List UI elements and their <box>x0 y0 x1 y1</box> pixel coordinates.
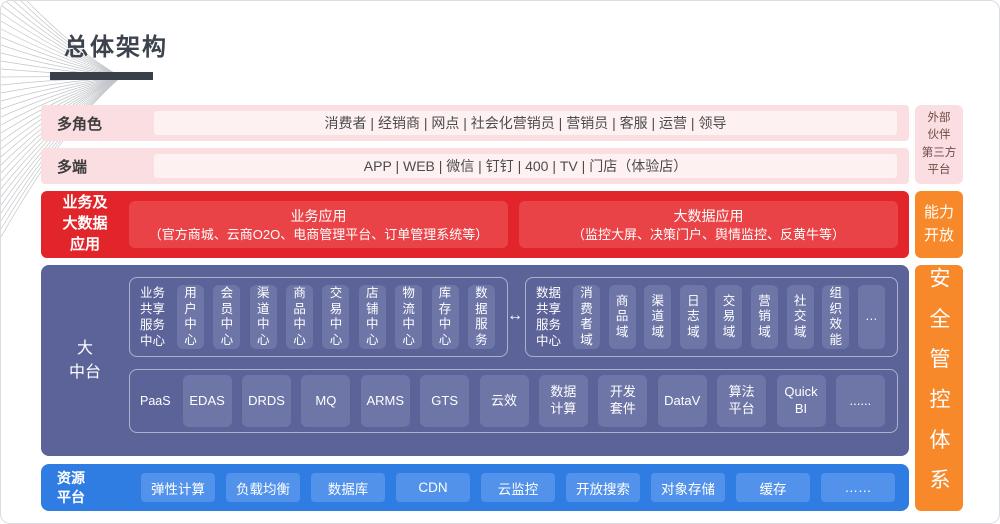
paas-label: PaaS <box>140 393 171 408</box>
data-shared-service-center-box: 数据 共享 服务 中心 消费者域商品域渠道域日志域交易域营销域社交域组织效能… <box>525 277 898 357</box>
resource-chip: 开放搜索 <box>566 473 640 502</box>
paas-chip: DRDS <box>241 375 291 427</box>
business-shared-service-center-label: 业务 共享 服务 中心 <box>140 285 166 349</box>
business-center-chip: 用户中心 <box>177 285 205 349</box>
security-control-label: 安全管控体系 <box>927 267 951 509</box>
business-center-chips: 用户中心会员中心渠道中心商品中心交易中心店铺中心物流中心库存中心数据服务 <box>177 278 495 356</box>
roles-content: 消费者 | 经销商 | 网点 | 社会化营销员 | 营销员 | 客服 | 运营 … <box>154 111 897 135</box>
data-center-chip: 商品域 <box>608 285 636 349</box>
data-center-chip: 组织效能 <box>822 285 850 349</box>
applications-label: 业务及 大数据 应用 <box>62 194 108 253</box>
resource-chip: 云监控 <box>481 473 555 502</box>
resource-chip: 对象存储 <box>651 473 725 502</box>
data-center-chip: 消费者域 <box>573 285 601 349</box>
bidirectional-arrow-icon: ↔ <box>507 307 523 324</box>
paas-chip: EDAS <box>182 375 232 427</box>
terminals-band: 多端 APP | WEB | 微信 | 钉钉 | 400 | TV | 门店（体… <box>41 148 909 184</box>
business-applications-detail: （官方商城、云商O2O、电商管理平台、订单管理系统等） <box>148 226 489 242</box>
business-center-chip: 交易中心 <box>322 285 350 349</box>
resource-platform-band: 资源 平台 弹性计算负载均衡数据库 CDN 云监控开放搜索对象存储缓存 …… <box>41 464 909 511</box>
business-center-chip: 库存中心 <box>431 285 459 349</box>
paas-chip: ...... <box>835 375 885 427</box>
business-center-chip: 店铺中心 <box>358 285 386 349</box>
paas-chip: 算法 平台 <box>717 375 767 427</box>
business-center-chip: 物流中心 <box>395 285 423 349</box>
business-center-chip: 数据服务 <box>467 285 495 349</box>
resource-chips: 弹性计算负载均衡数据库 CDN 云监控开放搜索对象存储缓存 …… <box>141 473 895 502</box>
capability-open-panel: 能力 开放 <box>915 191 963 258</box>
paas-chip: 数据 计算 <box>538 375 588 427</box>
business-applications-title: 业务应用 <box>290 207 347 224</box>
business-applications-box: 业务应用 （官方商城、云商O2O、电商管理平台、订单管理系统等） <box>129 201 508 248</box>
title-underline-bar <box>50 72 153 80</box>
bigdata-applications-box: 大数据应用 （监控大屏、决策门户、舆情监控、反黄牛等） <box>519 201 898 248</box>
data-center-chip: 渠道域 <box>644 285 672 349</box>
resource-chip: 负载均衡 <box>226 473 300 502</box>
paas-chip: MQ <box>301 375 351 427</box>
paas-chip: 开发 套件 <box>598 375 648 427</box>
paas-chip: ARMS <box>360 375 410 427</box>
paas-chip: 云效 <box>479 375 529 427</box>
bigdata-applications-detail: （监控大屏、决策门户、舆情监控、反黄牛等） <box>571 226 845 242</box>
resource-platform-label: 资源 平台 <box>57 469 85 505</box>
data-shared-service-center-label: 数据 共享 服务 中心 <box>536 285 562 349</box>
page-title: 总体架构 <box>64 34 168 61</box>
business-center-chip: 会员中心 <box>213 285 241 349</box>
middle-platform-label: 大 中台 <box>68 339 101 381</box>
resource-chip: 数据库 <box>311 473 385 502</box>
data-center-chip: 社交域 <box>786 285 814 349</box>
terminals-label: 多端 <box>57 158 88 176</box>
bigdata-applications-title: 大数据应用 <box>673 207 744 224</box>
resource-chip: 弹性计算 <box>141 473 215 502</box>
data-center-chip: 营销域 <box>751 285 779 349</box>
paas-chip: Quick BI <box>776 375 826 427</box>
data-center-chips: 消费者域商品域渠道域日志域交易域营销域社交域组织效能… <box>573 278 885 356</box>
applications-band: 业务及 大数据 应用 业务应用 （官方商城、云商O2O、电商管理平台、订单管理系… <box>41 191 909 258</box>
resource-chip: 缓存 <box>736 473 810 502</box>
applications-boxes: 业务应用 （官方商城、云商O2O、电商管理平台、订单管理系统等） 大数据应用 （… <box>129 201 898 248</box>
resource-chip: …… <box>821 473 895 502</box>
business-center-chip: 商品中心 <box>286 285 314 349</box>
data-center-chip: … <box>857 285 885 349</box>
data-center-chip: 日志域 <box>679 285 707 349</box>
data-center-chip: 交易域 <box>715 285 743 349</box>
paas-chip: DataV <box>657 375 707 427</box>
resource-chip: CDN <box>396 473 470 502</box>
terminals-content: APP | WEB | 微信 | 钉钉 | 400 | TV | 门店（体验店） <box>154 154 897 178</box>
middle-platform-band: 大 中台 业务 共享 服务 中心 用户中心会员中心渠道中心商品中心交易中心店铺中… <box>41 265 909 456</box>
external-partner-panel: 外部 伙伴 第三方 平台 <box>915 105 963 184</box>
business-center-chip: 渠道中心 <box>249 285 277 349</box>
business-shared-service-center-box: 业务 共享 服务 中心 用户中心会员中心渠道中心商品中心交易中心店铺中心物流中心… <box>129 277 508 357</box>
roles-band: 多角色 消费者 | 经销商 | 网点 | 社会化营销员 | 营销员 | 客服 |… <box>41 105 909 141</box>
roles-label: 多角色 <box>57 115 103 133</box>
paas-chip: GTS <box>420 375 470 427</box>
security-control-panel: 安全管控体系 <box>915 265 963 511</box>
